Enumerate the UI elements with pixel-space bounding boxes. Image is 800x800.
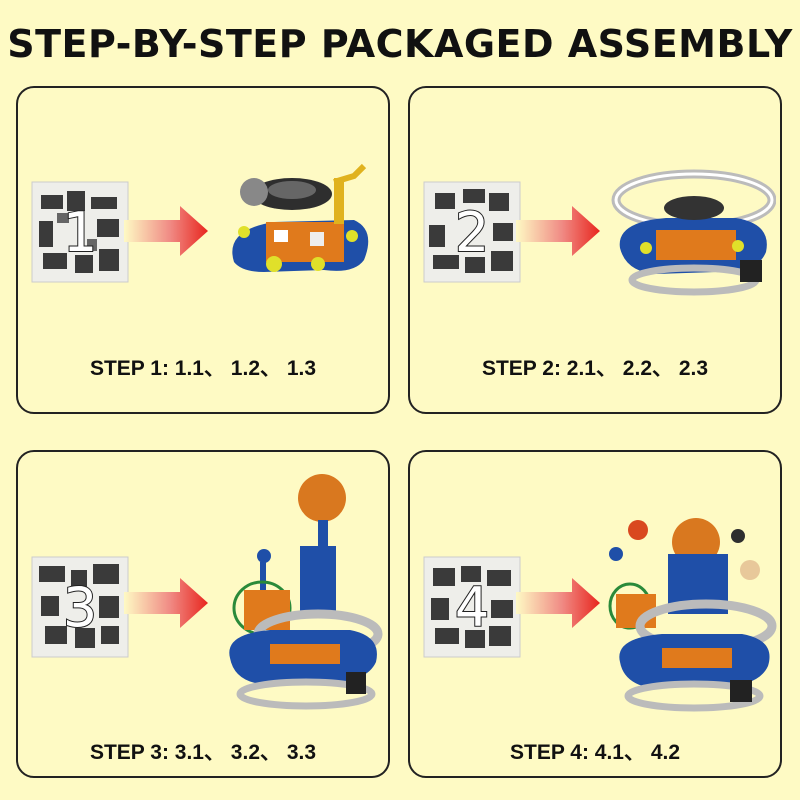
right-arrow-icon [124,206,208,256]
step-label: STEP 1: 1.1、 1.2、 1.3 [89,357,317,380]
right-arrow-icon [516,578,600,628]
parts-bag-image: 2 [423,181,521,283]
bag-number: 2 [454,200,490,265]
parts-bag-image: 1 [31,181,129,283]
parts-bag-image: 4 [423,556,521,658]
bag-number: 1 [62,200,98,265]
bag-number: 3 [62,575,98,640]
step-panel-1: 1 STEP 1: 1.1、 1.2、 1.3 [16,86,390,414]
step-panel-3: 3 STEP 3: 3.1、 3.2、 3.3 [16,450,390,778]
step-label: STEP 2: 2.1、 2.2、 2.3 [481,357,709,380]
right-arrow-icon [124,578,208,628]
parts-bag-image: 3 [31,556,129,658]
assembled-model-image [608,518,777,712]
step-panel-4: 4 STEP 4: 4.1、 4.2 [408,450,782,778]
step-label: STEP 3: 3.1、 3.2、 3.3 [89,741,317,764]
step-panel-2: 2 STEP 2: 2.1、 2.2、 2.3 [408,86,782,414]
assembled-model-image [232,163,369,272]
step-label: STEP 4: 4.1、 4.2 [509,741,681,764]
page-title: STEP-BY-STEP PACKAGED ASSEMBLY [7,22,793,66]
assembled-model-image [229,474,383,710]
bag-number: 4 [454,575,490,640]
right-arrow-icon [516,206,600,256]
assembled-model-image [611,169,776,296]
